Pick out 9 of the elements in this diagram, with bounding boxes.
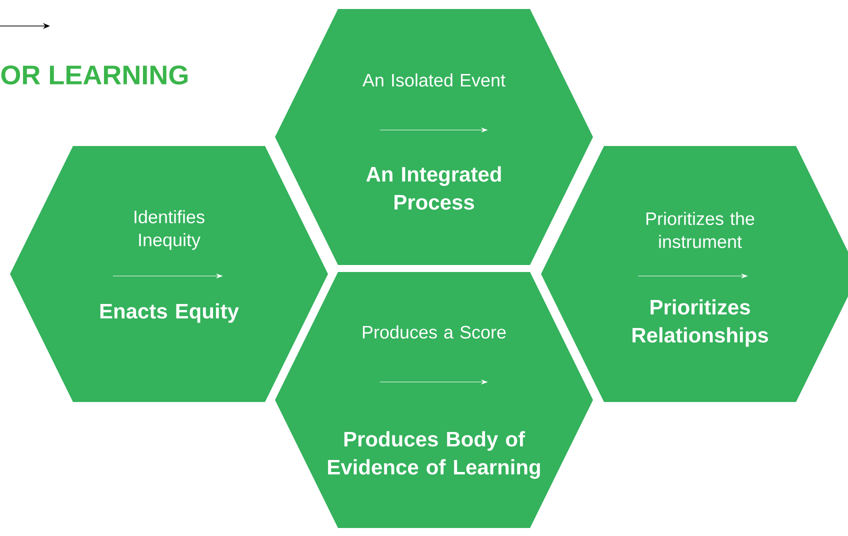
node-label: Prioritizes the instrument [646, 212, 754, 248]
node-label: Enacts Equity [100, 303, 239, 323]
node-label: Prioritizes Relationships [632, 299, 768, 347]
diagram-title: OR LEARNING [1, 65, 188, 85]
hexagon: An Isolated Event An Integrated Process [275, 9, 593, 265]
hexagon: Identifies Inequity Enacts Equity [10, 146, 328, 402]
node-label: Identifies Inequity [134, 210, 204, 250]
hexagon: Produces a Score Produces Body of Evidence of Learning [275, 272, 593, 528]
hexagon: Prioritizes the instrument Prioritizes Relationships [541, 146, 848, 402]
